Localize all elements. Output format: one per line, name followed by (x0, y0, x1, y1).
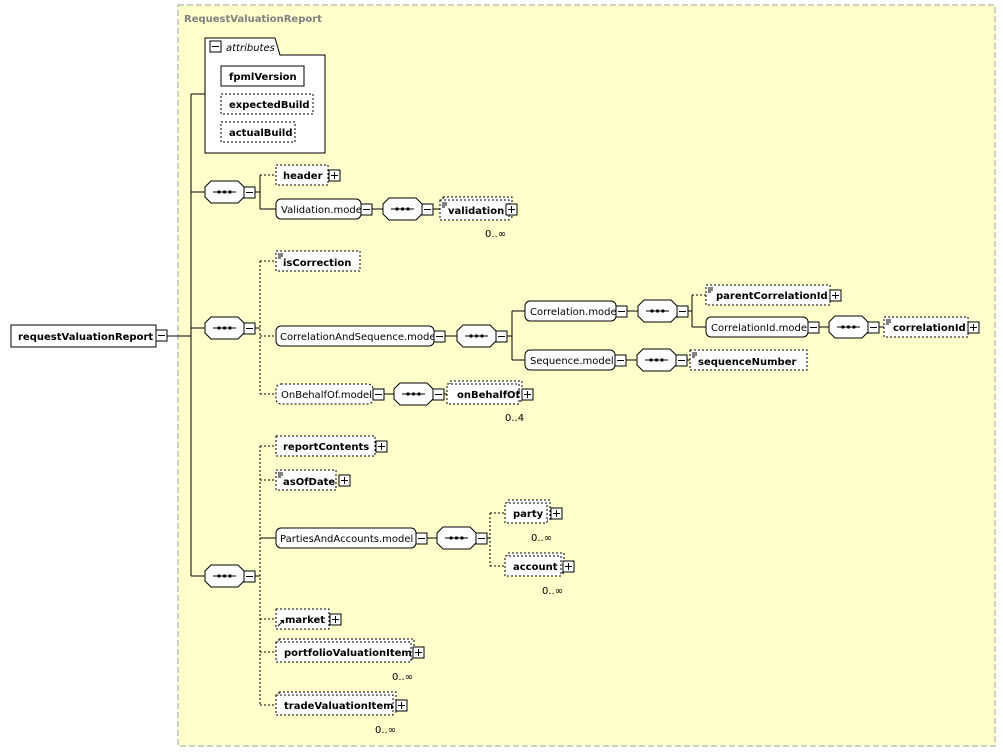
element-as-of-date[interactable]: asOfDate (275, 469, 351, 491)
cardinality-label: 0..∞ (375, 725, 396, 736)
root-element-label: requestValuationReport (18, 332, 153, 343)
element-is-correction[interactable]: isCorrection (275, 250, 361, 272)
cardinality-label: 0..∞ (392, 672, 413, 683)
sequence-compositor[interactable] (456, 324, 508, 348)
element-label: onBehalfOf (457, 390, 521, 401)
group-on-behalf-of-model[interactable]: OnBehalfOf.model (275, 383, 385, 405)
element-label: isCorrection (283, 258, 351, 269)
element-label: validation (448, 206, 504, 217)
attribute-label: expectedBuild (229, 100, 310, 111)
attribute-label: fpmlVersion (229, 72, 297, 83)
element-label: account (513, 562, 558, 573)
element-label: correlationId (893, 323, 966, 334)
root-element[interactable]: requestValuationReport (10, 324, 168, 348)
reference-arrow-icon (277, 620, 284, 627)
sequence-compositor[interactable] (382, 197, 434, 221)
group-parties-and-accounts-model[interactable]: PartiesAndAccounts.model (275, 527, 428, 549)
element-report-contents[interactable]: reportContents (275, 435, 388, 457)
group-label: OnBehalfOf.model (281, 390, 372, 401)
text-content-icon (692, 352, 697, 358)
group-validation-model[interactable]: Validation.model (275, 198, 373, 220)
attributes-label: attributes (226, 43, 275, 54)
element-label: sequenceNumber (698, 357, 796, 368)
element-label: portfolioValuationItem (284, 648, 412, 659)
sequence-compositor[interactable] (393, 382, 445, 406)
sequence-compositor[interactable] (436, 526, 488, 550)
element-trade-valuation-item[interactable]: tradeValuationItem 0..∞ (275, 691, 408, 736)
attribute-fpmlversion[interactable] (220, 65, 305, 87)
element-label: asOfDate (283, 477, 335, 488)
element-label: party (513, 509, 544, 520)
sequence-compositor[interactable] (636, 348, 688, 372)
type-name-label: RequestValuationReport (184, 14, 322, 25)
group-sequence-model[interactable]: Sequence.model (524, 349, 627, 371)
sequence-compositor[interactable] (204, 316, 256, 340)
element-label: market (285, 615, 325, 626)
element-correlation-id[interactable]: correlationId (883, 316, 980, 338)
element-market[interactable]: market (275, 608, 342, 630)
group-correlation-and-sequence-model[interactable]: CorrelationAndSequence.model (275, 325, 446, 347)
sequence-compositor[interactable] (828, 315, 880, 339)
text-content-icon (278, 253, 283, 259)
group-label: CorrelationAndSequence.model (280, 332, 438, 343)
element-label: reportContents (283, 442, 369, 453)
element-sequence-number[interactable]: sequenceNumber (689, 349, 808, 371)
element-portfolio-valuation-item[interactable]: portfolioValuationItem 0..∞ (275, 638, 425, 683)
sequence-compositor[interactable] (204, 180, 256, 204)
element-label: tradeValuationItem (284, 701, 394, 712)
attribute-actualbuild[interactable] (220, 121, 296, 143)
sequence-compositor[interactable] (637, 299, 689, 323)
attribute-label: actualBuild (229, 128, 293, 139)
group-label: Validation.model (281, 205, 365, 216)
group-correlation-id-model[interactable]: CorrelationId.model (705, 316, 820, 338)
group-label: CorrelationId.model (711, 323, 810, 334)
element-parent-correlation-id[interactable]: parentCorrelationId (705, 284, 842, 306)
cardinality-label: 0..∞ (531, 533, 552, 544)
text-content-icon (886, 319, 891, 325)
group-correlation-model[interactable]: Correlation.model (524, 300, 628, 322)
group-label: Correlation.model (530, 307, 619, 318)
text-content-icon (442, 202, 447, 208)
element-account[interactable]: account 0..∞ (504, 552, 575, 597)
group-label: PartiesAndAccounts.model (280, 534, 413, 545)
attribute-expectedbuild[interactable] (220, 93, 314, 115)
element-label: header (283, 171, 323, 182)
element-party[interactable]: party 0..∞ (504, 499, 563, 544)
attributes-group: attributes fpmlVersion expectedBuild act… (204, 37, 326, 154)
element-on-behalf-of[interactable]: onBehalfOf 0..4 (446, 380, 534, 424)
element-validation[interactable]: validation 0..∞ (439, 196, 518, 240)
element-label: parentCorrelationId (716, 291, 828, 302)
element-header[interactable]: header (275, 164, 341, 186)
text-content-icon (708, 287, 713, 293)
group-label: Sequence.model (530, 356, 614, 367)
cardinality-label: 0..∞ (485, 229, 506, 240)
cardinality-label: 0..4 (505, 413, 524, 424)
sequence-compositor[interactable] (204, 564, 256, 588)
cardinality-label: 0..∞ (542, 586, 563, 597)
text-content-icon (278, 472, 283, 478)
